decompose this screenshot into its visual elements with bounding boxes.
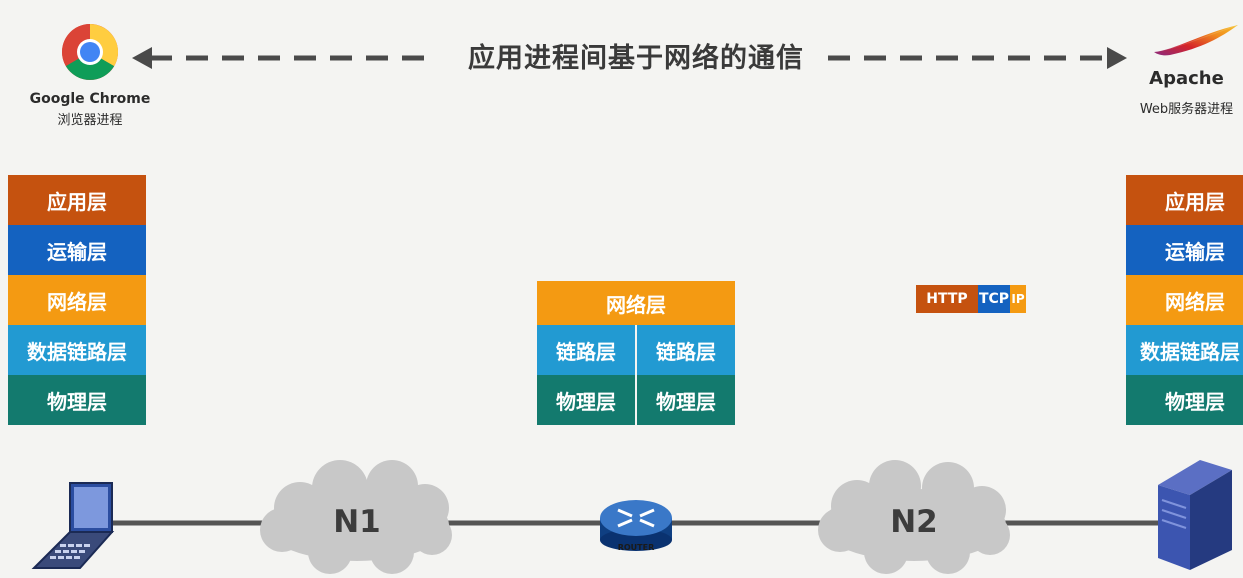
router-icon (600, 500, 672, 551)
cloud-n2-icon (818, 460, 1010, 574)
network-topology (31, 460, 1232, 574)
server-datalink-layer: 数据链路层 (1126, 325, 1243, 375)
server-protocol-stack: 应用层 运输层 网络层 数据链路层 物理层 (1126, 175, 1243, 425)
client-physical-layer: 物理层 (8, 375, 146, 425)
server-application-layer: 应用层 (1126, 175, 1243, 225)
router-physical-layer-right: 物理层 (637, 375, 735, 425)
packet-ip-header: IP (1010, 285, 1026, 313)
server-name: Apache (1149, 68, 1224, 89)
client-subtitle: 浏览器进程 (57, 113, 123, 128)
router-physical-layer-left: 物理层 (537, 375, 635, 425)
cloud-n1-icon (260, 460, 452, 574)
laptop-icon (31, 482, 115, 569)
client-name: Google Chrome (29, 91, 151, 107)
router-link-layer-left: 链路层 (537, 325, 635, 375)
router-link-layer-right: 链路层 (637, 325, 735, 375)
router-label: ROUTER (617, 543, 655, 552)
router-network-layer: 网络层 (537, 281, 735, 325)
server-transport-layer: 运输层 (1126, 225, 1243, 275)
packet-tcp-header: TCP (978, 285, 1010, 313)
diagram-title: 应用进程间基于网络的通信 (468, 43, 804, 74)
server-physical-layer: 物理层 (1126, 375, 1243, 425)
dashed-double-arrow (132, 47, 1127, 69)
apache-feather-icon (1153, 25, 1238, 56)
client-transport-layer: 运输层 (8, 225, 146, 275)
client-application-layer: 应用层 (8, 175, 146, 225)
client-datalink-layer: 数据链路层 (8, 325, 146, 375)
client-protocol-stack: 应用层 运输层 网络层 数据链路层 物理层 (8, 175, 146, 425)
network-n2-label: N2 (890, 504, 938, 540)
server-subtitle: Web服务器进程 (1139, 102, 1234, 117)
chrome-logo-icon (62, 24, 118, 80)
router-protocol-stack: 网络层 链路层 链路层 物理层 物理层 (537, 281, 735, 425)
network-n1-label: N1 (333, 504, 381, 540)
server-network-layer: 网络层 (1126, 275, 1243, 325)
packet-http-header: HTTP (916, 285, 978, 313)
server-tower-icon (1158, 460, 1232, 570)
client-network-layer: 网络层 (8, 275, 146, 325)
